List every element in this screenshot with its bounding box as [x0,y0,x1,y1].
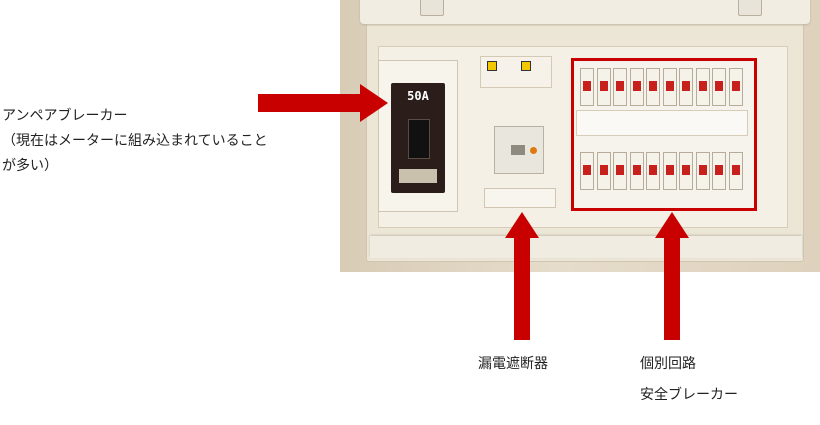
breaker-knob [682,165,690,175]
breaker-knob [599,81,608,91]
arrow-up-icon [655,212,689,340]
branch-breaker-highlight [571,58,757,211]
branch-breaker-label: 個別回路 安全ブレーカー [640,352,738,408]
ampere-breaker-label: アンペアブレーカー （現在はメーターに組み込まれていること が多い） [2,104,268,179]
breaker-knob [616,165,624,175]
branch-breaker [712,68,726,106]
ampere-breaker-label-line3: が多い） [2,158,58,174]
branch-breaker [613,68,627,106]
warning-icon [487,61,497,71]
ampere-breaker: 50A [391,83,445,193]
breaker-knob [583,81,591,91]
ampere-breaker-sticker [399,169,437,183]
breaker-knob [715,165,723,175]
branch-breaker [679,152,693,190]
circuit-label-strip [576,110,748,136]
hinge-left [420,0,444,16]
breaker-knob [731,165,740,175]
branch-breaker [695,68,710,106]
distribution-panel-photo: 50A [340,0,820,272]
branch-breaker [712,152,726,190]
branch-breaker-bank [572,62,754,210]
breaker-knob [616,81,624,91]
branch-breaker [728,68,743,106]
hinge-right [738,0,762,16]
breaker-knob [583,165,591,175]
breaker-knob [698,81,707,91]
arrow-up-icon [505,212,539,340]
branch-breaker-label-line1: 個別回路 [640,356,696,372]
leakage-breaker [494,126,544,174]
test-button-icon [530,147,537,154]
branch-breaker-label-line2: 安全ブレーカー [640,387,738,403]
branch-breaker [596,152,611,190]
branch-breaker [662,68,677,106]
breaker-knob [665,81,674,91]
lid-bottom [370,236,802,258]
branch-breaker [679,68,693,106]
ampere-breaker-plate: 50A [378,60,458,212]
branch-breaker [613,152,627,190]
breaker-knob [632,81,641,91]
breaker-knob [715,81,723,91]
leakage-breaker-tag [484,188,556,208]
ampere-breaker-label-line2: （現在はメーターに組み込まれていること [2,133,268,149]
branch-breaker [728,152,743,190]
arrow-right-icon [258,84,388,122]
breaker-knob [632,165,641,175]
breaker-knob [665,165,674,175]
breaker-knob [731,81,740,91]
leakage-breaker-label: 漏電遮断器 [478,356,548,372]
branch-breaker [695,152,710,190]
leakage-breaker-lever [511,145,525,155]
ampere-breaker-label-line1: アンペアブレーカー [2,108,128,124]
branch-breaker [629,68,644,106]
lid-top [360,0,810,24]
branch-breaker [580,152,594,190]
branch-breaker [646,152,660,190]
breaker-knob [649,165,657,175]
breaker-knob [698,165,707,175]
branch-breaker [646,68,660,106]
amp-rating: 50A [407,89,429,103]
warning-icon [521,61,531,71]
breaker-knob [682,81,690,91]
warning-info-plate [480,56,552,88]
branch-breaker [580,68,594,106]
branch-breaker [629,152,644,190]
breaker-knob [649,81,657,91]
branch-breaker [662,152,677,190]
ampere-breaker-switch [408,119,430,159]
breaker-knob [599,165,608,175]
branch-breaker [596,68,611,106]
